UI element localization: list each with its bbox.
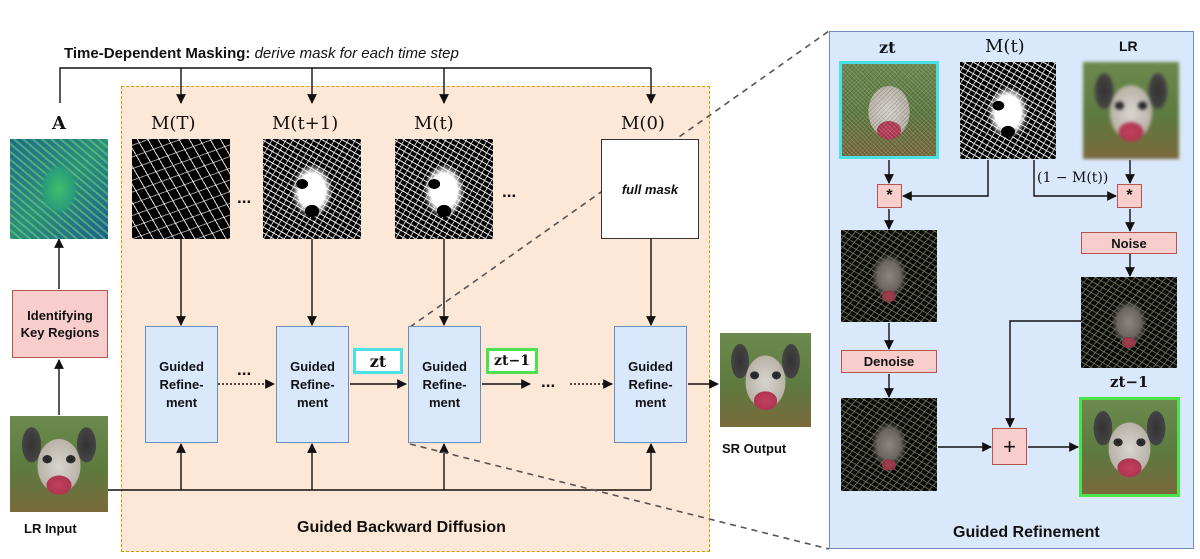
sr-output-label: SR Output (722, 441, 787, 456)
zt1-tag-label: zt−1 (494, 353, 530, 369)
attention-label: A (52, 113, 66, 134)
plus-op: + (992, 428, 1027, 465)
right-mask-image (960, 62, 1056, 159)
sr-output-image (720, 333, 811, 427)
mask-label-t-plus-1: M(t+1) (272, 113, 339, 134)
lr-input-label: LR Input (24, 521, 77, 536)
identify-key-regions-label: Identifying Key Regions (20, 308, 100, 340)
full-mask-label: full mask (621, 181, 679, 197)
denoised-image (841, 398, 937, 491)
multiply-left-symbol: * (886, 187, 893, 204)
right-zt1-label: zt−1 (1110, 373, 1149, 391)
mask-label-0: M(0) (621, 113, 665, 134)
refinement-box-4-label: Guided Refine-ment (628, 358, 673, 410)
mask-label-T: M(T) (151, 113, 196, 134)
guided-refinement-title: Guided Refinement (953, 524, 1100, 541)
refinement-box-2: Guided Refine-ment (276, 326, 349, 443)
mask-label-t: M(t) (414, 113, 454, 134)
zt1-tag: zt−1 (486, 348, 538, 374)
right-zt1-image (1079, 397, 1180, 497)
time-masking-label-italic: derive mask for each time step (254, 45, 459, 62)
denoise-label: Denoise (863, 354, 915, 369)
time-masking-label-bold: Time-Dependent Masking: (64, 45, 251, 62)
multiply-left-op: * (877, 184, 902, 208)
full-mask-box: full mask (601, 139, 699, 239)
multiply-right-op: * (1117, 184, 1142, 208)
noised-lr-image (1081, 277, 1177, 368)
backward-diffusion-title: Guided Backward Diffusion (297, 519, 506, 536)
right-zt-label: zt (879, 38, 896, 57)
refinement-box-3-label: Guided Refine-ment (422, 358, 467, 410)
refinement-box-4: Guided Refine-ment (614, 326, 687, 443)
mask-t-plus-1-image (263, 139, 361, 239)
mask-ellipsis-2: ... (502, 182, 517, 201)
lr-input-image (10, 416, 108, 512)
time-masking-label: Time-Dependent Masking: derive mask for … (64, 45, 459, 62)
mask-T-image (132, 139, 230, 239)
denoise-box: Denoise (841, 350, 937, 373)
mask-t-image (395, 139, 493, 239)
refine-ellipsis-2: ... (541, 372, 556, 391)
plus-symbol: + (1003, 433, 1016, 459)
identify-key-regions-box: Identifying Key Regions (12, 290, 108, 358)
multiply-right-symbol: * (1126, 187, 1133, 204)
right-mt-label: M(t) (985, 36, 1025, 57)
right-zt-image (839, 61, 939, 159)
refinement-box-2-label: Guided Refine-ment (290, 358, 335, 410)
masked-zt-image (841, 230, 937, 322)
attention-map-image (10, 139, 108, 239)
right-lr-image (1083, 62, 1179, 159)
refine-ellipsis-1: ... (237, 360, 252, 379)
mask-ellipsis-1: ... (237, 188, 252, 207)
noise-label: Noise (1111, 235, 1147, 251)
noise-box: Noise (1081, 232, 1177, 254)
refinement-box-3: Guided Refine-ment (408, 326, 481, 443)
one-minus-mask-label: (1 − M(t)) (1037, 170, 1109, 186)
right-lr-label: LR (1119, 38, 1138, 54)
zt-tag: zt (353, 348, 403, 374)
refinement-box-1-label: Guided Refine-ment (159, 358, 204, 410)
refinement-box-1: Guided Refine-ment (145, 326, 218, 443)
zt-tag-label: zt (369, 351, 387, 371)
